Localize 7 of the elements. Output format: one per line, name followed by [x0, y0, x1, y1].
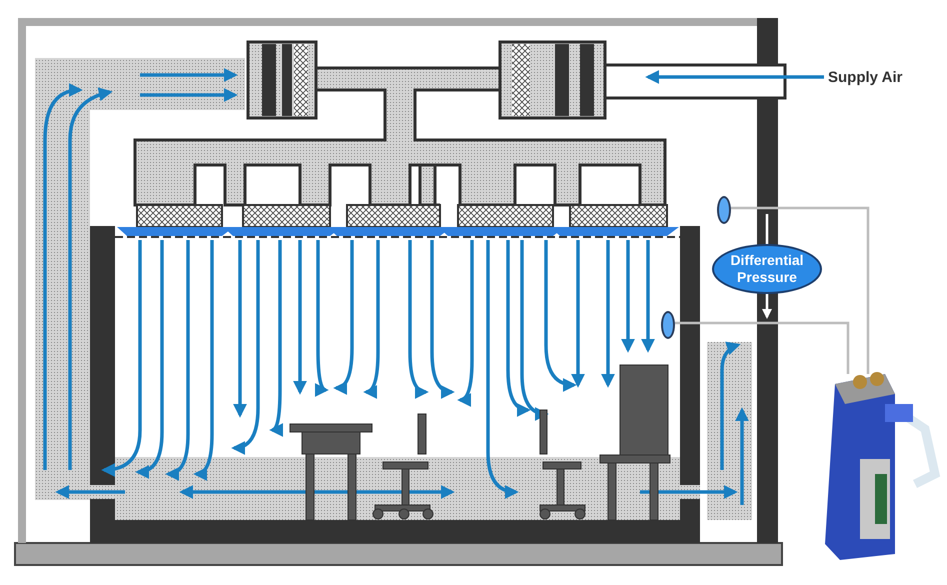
pressure-port — [661, 311, 675, 339]
pressure-ellipse: Differential Pressure — [712, 244, 822, 294]
arrow — [645, 70, 824, 84]
supply-air-label: Supply Air — [828, 66, 928, 88]
tubing-line — [675, 322, 850, 374]
pressure-port — [717, 196, 731, 224]
tubing-line — [731, 206, 870, 374]
